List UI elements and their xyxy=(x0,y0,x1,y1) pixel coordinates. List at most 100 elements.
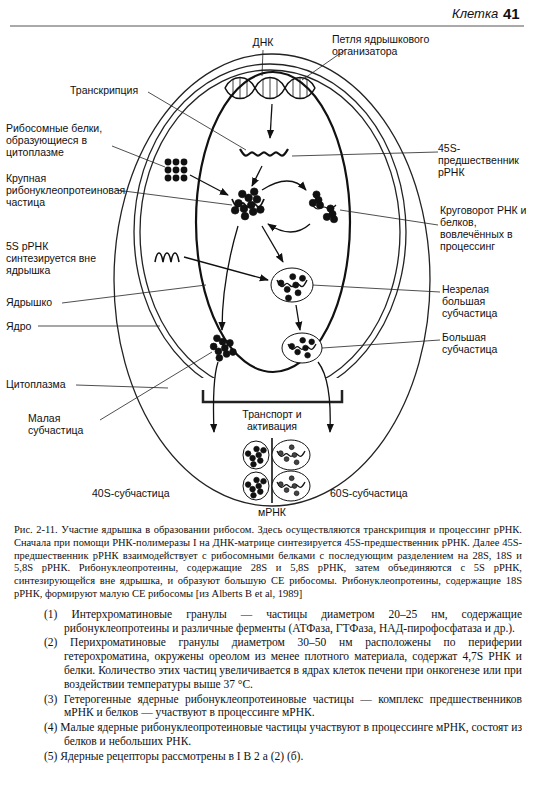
leader-line xyxy=(100,352,212,420)
particle-dot xyxy=(292,484,297,489)
particles xyxy=(165,149,338,501)
dna-rung xyxy=(307,79,308,97)
large-subunit xyxy=(282,333,322,363)
process-arrow xyxy=(184,257,268,280)
nuclear-envelope-outer xyxy=(134,64,406,400)
particle-dot xyxy=(294,460,299,465)
ribosome-small-subunit xyxy=(243,472,269,500)
structure-label: Цитоплазма xyxy=(6,378,66,390)
rrna-5s-symbol xyxy=(155,253,179,262)
particle-dot xyxy=(227,340,234,347)
dna-rung xyxy=(270,77,271,99)
protein-dot xyxy=(181,159,188,166)
dna-strand xyxy=(225,78,315,99)
protein-dot xyxy=(165,167,172,174)
particle-dot xyxy=(290,274,296,280)
ribosome-small-subunit xyxy=(243,441,269,469)
subunit-rna xyxy=(277,482,305,487)
subunit-proteins xyxy=(278,445,299,465)
particle-dot xyxy=(295,290,301,296)
dna-rung xyxy=(233,79,234,97)
dna-rungs xyxy=(233,77,307,99)
running-header: Клетка xyxy=(452,7,498,22)
process-arrow xyxy=(262,181,306,190)
particle-dot xyxy=(284,488,289,493)
rrna-45s-precursor xyxy=(240,149,288,156)
list-item: (2) Перихроматиновые гранулы диаметром 3… xyxy=(44,636,522,691)
particle-dot xyxy=(214,335,221,342)
leader-line xyxy=(62,285,206,303)
particle-dot xyxy=(245,482,251,488)
particle-dot xyxy=(299,275,305,281)
ribosome-large-subunit xyxy=(272,440,310,470)
dna-rung xyxy=(263,79,264,97)
protein-dot xyxy=(173,175,180,182)
leader-line xyxy=(262,50,263,76)
list-item: (4) Малые ядерные рибонуклеопротеиновые … xyxy=(44,721,522,749)
dna-strand xyxy=(225,78,315,99)
structure-label: Незрелая большая субчастица xyxy=(442,283,530,319)
large-rnp-particle xyxy=(231,188,264,220)
particle-dot xyxy=(245,451,251,457)
list-item: (3) Гетерогенные ядерные рибонуклеопроте… xyxy=(44,693,522,721)
particle-dot xyxy=(285,295,291,301)
particle-dot xyxy=(278,280,284,286)
particle-dot xyxy=(250,486,256,492)
leader-line xyxy=(38,326,160,327)
cell-membrane xyxy=(114,54,430,506)
particle-dot xyxy=(254,446,260,452)
protein-dot xyxy=(165,175,172,182)
structure-label: 40S-субчастица xyxy=(92,487,170,499)
dna-rung xyxy=(293,79,294,97)
protein-dot xyxy=(173,159,180,166)
ribosome-large-subunit xyxy=(272,471,310,501)
text-flow: Рис. 2-11. Участие ядрышка в образовании… xyxy=(14,524,522,765)
subunit-proteins xyxy=(245,477,266,498)
list-item: (1) Интерхроматиновые гранулы — частицы … xyxy=(44,608,522,636)
particle-dot xyxy=(278,482,283,487)
leader-line xyxy=(116,190,232,205)
figure-caption: Рис. 2-11. Участие ядрышка в образовании… xyxy=(14,524,522,601)
particle-dot xyxy=(250,188,258,196)
recycled-rna xyxy=(312,205,336,209)
leader-line xyxy=(112,146,165,167)
protein-dot xyxy=(181,175,188,182)
particle-dot xyxy=(261,478,267,484)
particle-dot xyxy=(235,200,243,208)
recycled-particles xyxy=(309,191,323,209)
particle-dot xyxy=(313,191,320,198)
particle-dot xyxy=(292,453,297,458)
process-arrow xyxy=(262,226,283,262)
particle-dot xyxy=(256,452,262,458)
structure-label: Ядрышко xyxy=(6,296,52,308)
particle-dot xyxy=(223,351,230,358)
particle-dot xyxy=(309,339,315,345)
mrna-strand xyxy=(271,438,273,503)
protein-dot xyxy=(181,167,188,174)
nuclear-pore-gap xyxy=(200,378,345,408)
small-subunit xyxy=(210,335,236,361)
protein-dot xyxy=(165,159,172,166)
process-arrow xyxy=(252,166,262,186)
structure-label: мРНК xyxy=(246,506,298,518)
particle-dot xyxy=(210,343,217,350)
subunit-proteins xyxy=(245,446,266,467)
particle-dot xyxy=(250,455,256,461)
structure-label: Рибосомные белки, образующиеся в цитопла… xyxy=(6,122,114,158)
transport-bracket xyxy=(203,390,342,402)
particle-dot xyxy=(230,349,237,356)
structure-label: Ядро xyxy=(6,320,31,332)
particle-dot xyxy=(305,352,311,358)
structure-label: Крупная рибонуклеопротеиновая частица xyxy=(6,172,118,208)
subunit-rna xyxy=(277,451,305,456)
particle-dot xyxy=(254,477,260,483)
immature-large-subunit xyxy=(271,268,313,302)
particle-dot xyxy=(289,445,294,450)
process-arrow xyxy=(318,362,330,432)
structure-label: Петля ядрышкового организатора xyxy=(332,33,452,57)
process-arrows xyxy=(184,104,330,432)
process-arrow xyxy=(296,305,300,330)
particle-dot xyxy=(295,349,301,355)
